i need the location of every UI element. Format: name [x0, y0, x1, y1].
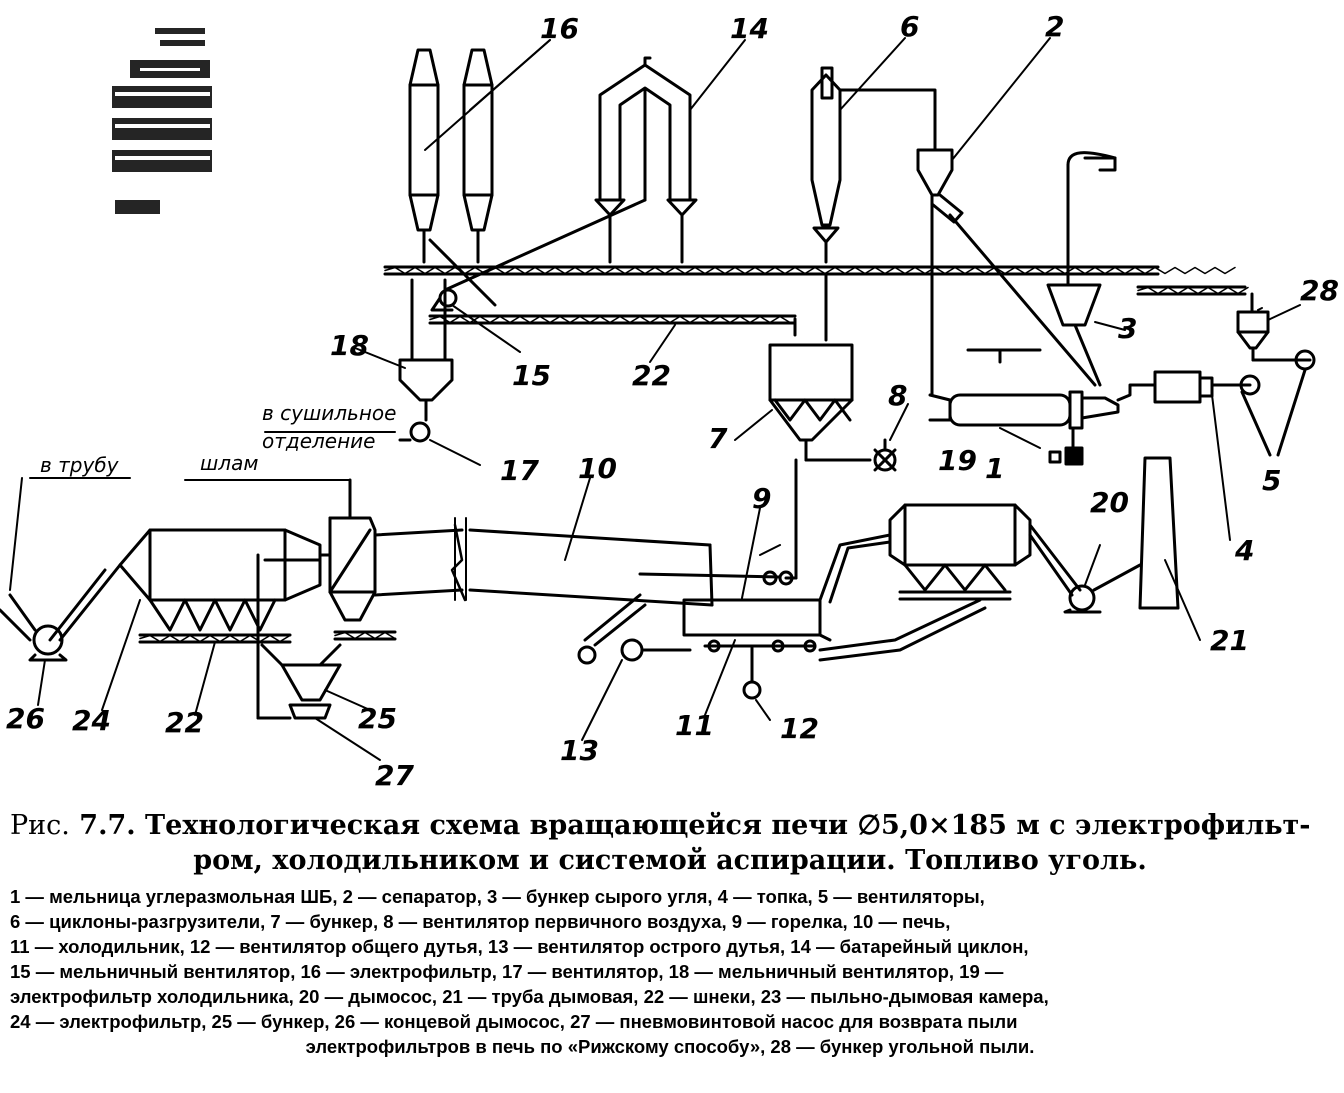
battery-cyclone-14 [443, 56, 698, 292]
burner-9 [759, 544, 794, 586]
sharp-blowing-fan-13 [577, 593, 692, 665]
label-18: 18 [330, 329, 369, 362]
general-blowing-fan-12 [742, 646, 762, 700]
coal-dust-bunker-28 [1236, 292, 1312, 362]
label-12: 12 [780, 712, 819, 745]
caption-title: Рис. 7.7. Технологическая схема вращающе… [10, 808, 1330, 844]
label-11: 11 [675, 709, 714, 742]
label-17: 17 [500, 454, 539, 487]
scan-noise-mask [115, 68, 210, 160]
primary-air-fan-8 [873, 438, 897, 472]
label-2: 2 [1045, 10, 1064, 43]
label-26: 26 [6, 702, 45, 735]
bunker-7 [768, 343, 872, 580]
rotary-kiln-10 [373, 517, 782, 607]
label-10: 10 [578, 452, 617, 485]
legend-line: 24 — электрофильтр, 25 — бункер, 26 — ко… [10, 1011, 1018, 1032]
label-6: 6 [900, 10, 919, 43]
unloading-cyclone-6 [810, 66, 937, 342]
coal-mill-1 [928, 348, 1120, 466]
caption-legend: 1 — мельница углеразмольная ШБ, 2 — сепа… [10, 884, 1330, 1059]
label-4: 4 [1234, 534, 1254, 567]
label-3: 3 [1118, 312, 1137, 345]
pneumatic-pump-27 [256, 553, 332, 720]
label-22a: 22 [632, 359, 671, 392]
screw-conveyor-28 [1136, 285, 1249, 296]
label-28: 28 [1300, 274, 1339, 307]
screw-conveyor-upper [383, 265, 1236, 276]
label-9: 9 [752, 482, 771, 515]
figure-caption: Рис. 7.7. Технологическая схема вращающе… [10, 808, 1330, 1059]
exhauster-20 [1063, 563, 1142, 614]
note-slurry: шлам [200, 451, 258, 475]
raw-coal-bunker-3 [1046, 151, 1117, 387]
legend-line: электрофильтр холодильника, 20 — дымосос… [10, 986, 1049, 1007]
label-13: 13 [560, 734, 599, 767]
label-8: 8 [888, 379, 907, 412]
cooler-electrofilter-19 [818, 503, 1082, 662]
mill-fan-15 [428, 238, 497, 312]
label-27: 27 [375, 759, 414, 792]
label-7: 7 [708, 422, 728, 455]
furnace-4 [1116, 370, 1252, 404]
label-5: 5 [1262, 464, 1281, 497]
cooler-11 [682, 598, 832, 653]
scan-noise-block [112, 28, 212, 214]
note-to-pipe: в трубу [40, 453, 120, 477]
label-24: 24 [72, 704, 111, 737]
caption-title-line-2: ром, холодильником и системой аспирации.… [193, 845, 1147, 876]
caption-prefix: Рис. [10, 810, 70, 841]
label-22b: 22 [165, 706, 204, 739]
electrofilter-24 [48, 528, 332, 642]
note-to-drying-2: отделение [262, 429, 376, 453]
label-1: 1 [985, 452, 1004, 485]
fans-5 [1239, 349, 1316, 457]
legend-line: 11 — холодильник, 12 — вентилятор общего… [10, 936, 1029, 957]
end-exhauster-26 [0, 593, 68, 662]
label-21: 21 [1210, 624, 1249, 657]
mill-fan-18 [398, 278, 454, 422]
legend-line: 1 — мельница углеразмольная ШБ, 2 — сепа… [10, 886, 985, 907]
legend-line: 15 — мельничный вентилятор, 16 — электро… [10, 961, 1004, 982]
note-to-drying-1: в сушильное [262, 401, 396, 425]
label-16: 16 [540, 12, 579, 45]
leader-lines [9, 37, 1301, 761]
bunker-25 [260, 643, 342, 702]
label-15: 15 [512, 359, 551, 392]
label-19: 19 [938, 444, 977, 477]
chimney-21 [1138, 456, 1180, 610]
label-20: 20 [1090, 486, 1129, 519]
label-14: 14 [730, 12, 769, 45]
electrofilter-16 [408, 48, 494, 264]
screw-conveyor-22-lower [138, 630, 397, 644]
label-25: 25 [358, 702, 397, 735]
caption-title-line-1: 7.7. Технологическая схема вращающейся п… [79, 810, 1311, 841]
legend-line: электрофильтров в печь по «Рижскому спос… [305, 1036, 1035, 1057]
fan-17 [264, 421, 431, 443]
legend-line: 6 — циклоны-разгрузители, 7 — бункер, 8 … [10, 911, 951, 932]
screw-conveyor-22 [428, 314, 797, 337]
process-flow-diagram: 28 16 14 6 2 3 18 15 22 7 8 1 19 5 17 10… [0, 10, 1339, 792]
separator-2 [916, 103, 1097, 397]
